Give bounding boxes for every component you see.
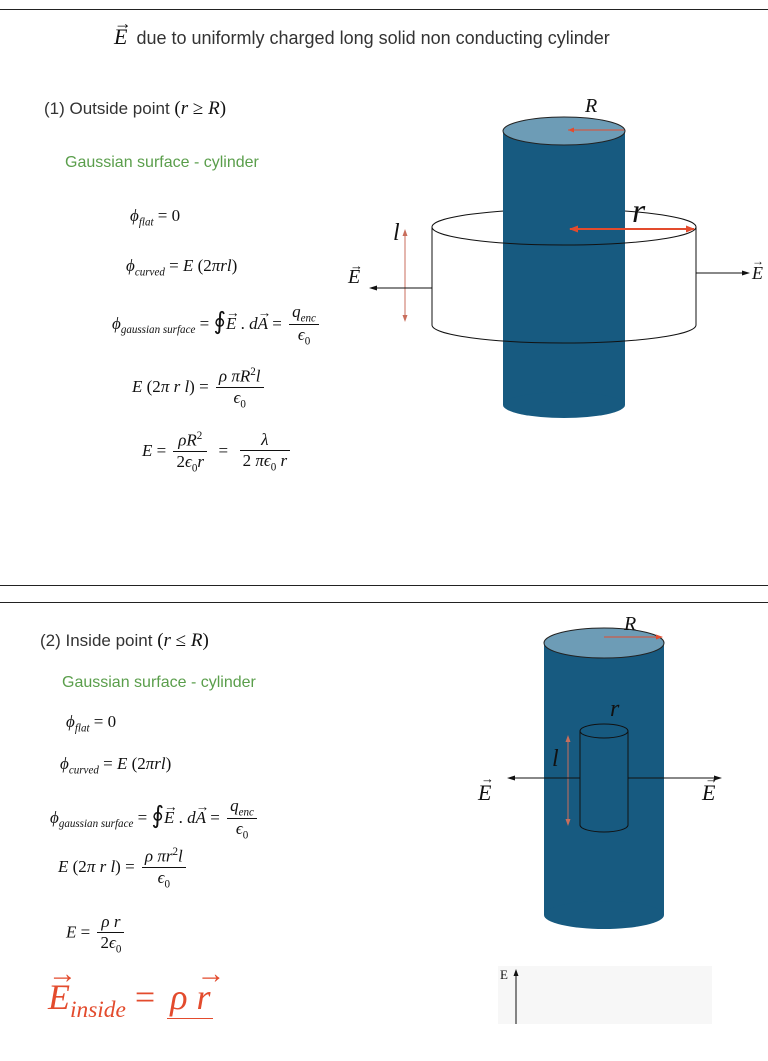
svg-text:→: → <box>481 771 494 786</box>
diagram2-label-E-left: E <box>477 780 492 805</box>
heading2-label: (2) Inside point <box>40 631 153 650</box>
svg-text:→: → <box>752 254 764 268</box>
slide2-cylinder-diagram: R r l E → E → E <box>477 613 722 1024</box>
svg-text:→: → <box>705 771 718 786</box>
diagram1-label-l: l <box>393 220 400 246</box>
slide2-eq-flat: ϕflat = 0 <box>66 712 117 735</box>
graph-axis-E: E <box>500 967 508 982</box>
diagram1-label-E-right: E <box>751 263 763 283</box>
top-divider <box>0 9 768 10</box>
slide2-eq-curved: ϕcurved = E (2πrl) <box>60 754 172 777</box>
heading-condition: (r ≥ R) <box>174 98 227 119</box>
slide1-eq-curved: ϕcurved = E (2πrl) <box>126 256 238 279</box>
heading2-condition: (r ≤ R) <box>157 630 209 651</box>
gaussian-front-rim <box>431 226 697 246</box>
charged-cylinder <box>502 116 626 418</box>
slide1-eq-flat: ϕflat = 0 <box>130 206 181 229</box>
title-text: due to uniformly charged long solid non … <box>136 28 610 48</box>
slide1-heading: (1) Outside point (r ≥ R) <box>44 98 226 120</box>
diagram1-label-R: R <box>584 95 597 117</box>
diagram1-label-E-left: E <box>347 266 360 288</box>
slide2-heading: (2) Inside point (r ≤ R) <box>40 630 209 652</box>
slide-divider-a <box>0 585 768 586</box>
slide1-title: E due to uniformly charged long solid no… <box>114 13 610 50</box>
diagram2-label-R: R <box>623 613 636 635</box>
diagram2-label-E-right: E <box>701 780 716 805</box>
heading-label: (1) Outside point <box>44 99 170 118</box>
diagram2-label-l: l <box>552 746 559 772</box>
slide2-gauss-label: Gaussian surface - cylinder <box>62 674 256 691</box>
slide2-eq-final: Einside = ρ r <box>48 958 216 1061</box>
title-e-vector: E <box>114 13 128 50</box>
charged-cylinder-2 <box>543 627 665 929</box>
slide1-gauss-label: Gaussian surface - cylinder <box>65 154 259 171</box>
svg-text:→: → <box>350 258 363 273</box>
diagram2-label-r: r <box>610 696 620 722</box>
diagram1-label-r: r <box>632 193 646 230</box>
gaussian-bottom-rim <box>431 324 697 344</box>
slide1-cylinder-diagram: R r l E → E → <box>347 95 764 418</box>
slide-divider-b <box>0 602 768 603</box>
